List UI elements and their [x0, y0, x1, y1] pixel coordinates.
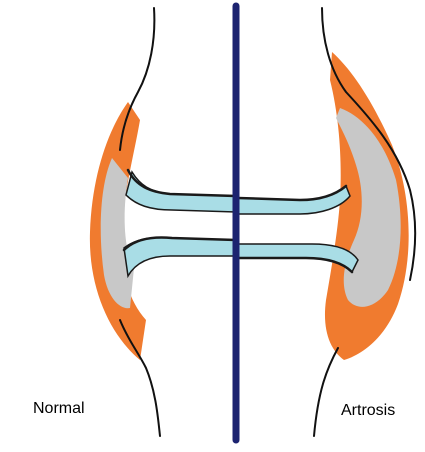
arthrosis-label: Artrosis [341, 403, 395, 419]
arthrosis-joint [238, 8, 415, 436]
normal-cartilage-lower [124, 237, 236, 276]
normal-cartilage-upper [126, 172, 236, 212]
arthrosis-bone-outline-lower [314, 348, 338, 436]
normal-joint [90, 8, 236, 436]
normal-label: Normal [33, 401, 85, 417]
